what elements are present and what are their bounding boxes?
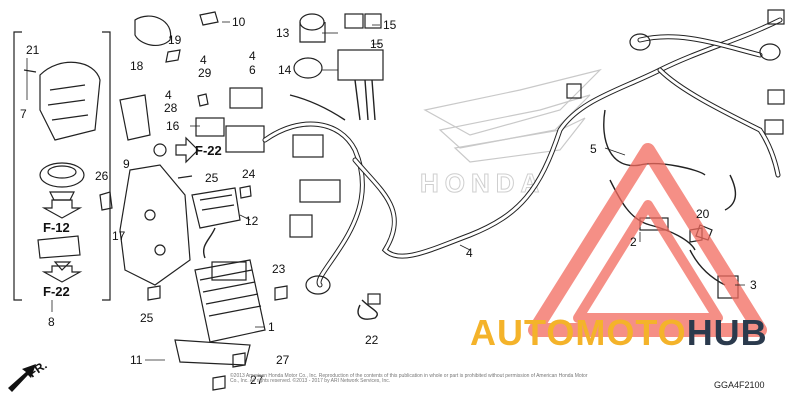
ignition-switch-group (13, 31, 111, 301)
reference-labels: F-22 F-12 F-22 (43, 143, 222, 299)
callout-17: 17 (112, 229, 126, 243)
callout-28: 28 (164, 101, 178, 115)
callout-4-b: 4 (200, 53, 207, 67)
copyright-caption: ©2013 American Honda Motor Co., Inc. Rep… (230, 373, 588, 384)
callout-13: 13 (276, 26, 290, 40)
callout-15-b: 15 (370, 37, 384, 51)
diagram-code: GGA4F2100 (714, 380, 765, 390)
callout-25-b: 25 (140, 311, 154, 325)
callout-9: 9 (123, 157, 130, 171)
callout-24: 24 (242, 167, 256, 181)
callout-3: 3 (750, 278, 757, 292)
front-direction-arrow: FR. (8, 358, 50, 392)
callout-25-a: 25 (205, 171, 219, 185)
sensor-lead (357, 293, 381, 320)
callout-4-c: 4 (165, 88, 172, 102)
honda-logo-text: HONDA (420, 168, 545, 198)
brand-part-hub: HUB (686, 312, 768, 353)
callout-2: 2 (630, 235, 637, 249)
brand-part-moto: MOTO (575, 312, 687, 353)
callout-15-a: 15 (383, 18, 397, 32)
ref-f22-bottom: F-22 (43, 284, 70, 299)
callout-4-a: 4 (249, 49, 256, 63)
ref-arrows (41, 136, 199, 283)
callout-14: 14 (278, 63, 292, 77)
leader-lines (26, 21, 745, 361)
callout-8: 8 (48, 315, 55, 329)
ecu-assembly (174, 259, 266, 366)
callout-21: 21 (26, 43, 40, 57)
callout-19: 19 (168, 33, 182, 47)
watermark-triangle (528, 143, 767, 337)
ref-f22-top: F-22 (195, 143, 222, 158)
callout-1: 1 (268, 320, 275, 334)
callout-27-a: 27 (276, 353, 290, 367)
fr-label: FR. (26, 358, 50, 381)
regulator-rectifier (191, 187, 241, 259)
relay-parts (119, 11, 384, 157)
callout-22: 22 (365, 333, 379, 347)
callout-29: 29 (198, 66, 212, 80)
ref-f12: F-12 (43, 220, 70, 235)
callout-23: 23 (272, 262, 286, 276)
callout-6: 6 (249, 63, 256, 77)
watermark-brand: AUTOMOTOHUB (470, 312, 768, 354)
callout-16: 16 (166, 119, 180, 133)
callout-10: 10 (232, 15, 246, 29)
callout-26: 26 (95, 169, 109, 183)
callout-labels: 1 2 3 4 4 4 4 5 6 7 8 9 10 11 12 13 14 1… (20, 15, 757, 387)
callout-11: 11 (130, 353, 143, 367)
honda-wing-logo: HONDA (420, 68, 602, 199)
callout-27-b: 27 (250, 373, 264, 387)
callout-12: 12 (245, 214, 259, 228)
callout-4-harness: 4 (466, 246, 473, 260)
callout-18: 18 (130, 59, 144, 73)
callout-5: 5 (590, 142, 597, 156)
brand-part-auto: AUTO (470, 312, 576, 353)
callout-7: 7 (20, 107, 27, 121)
main-wire-harness (262, 9, 785, 295)
bracket (119, 164, 191, 286)
callout-20: 20 (696, 207, 710, 221)
